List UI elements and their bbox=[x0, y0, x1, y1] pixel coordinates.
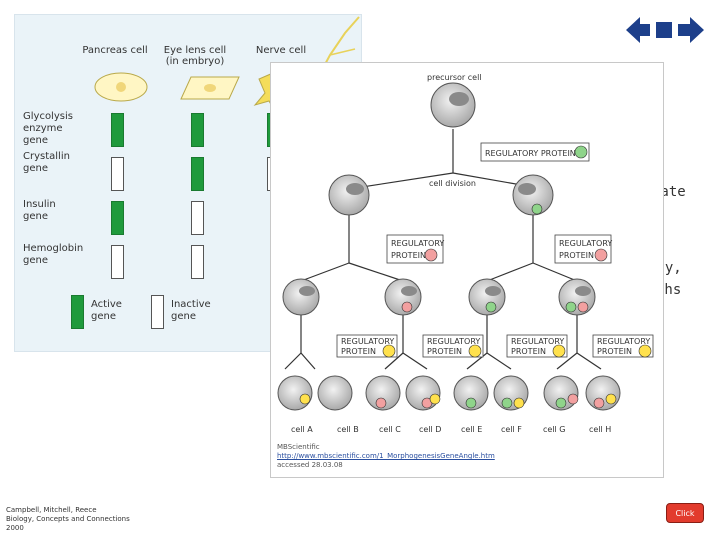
figure-credit: Campbell, Mitchell, Reece Biology, Conce… bbox=[6, 506, 130, 533]
credit-authors: Campbell, Mitchell, Reece bbox=[6, 506, 97, 514]
column-header: Pancreas cell bbox=[82, 45, 148, 56]
cell-label: cell B bbox=[337, 425, 359, 434]
cell-label: cell G bbox=[543, 425, 566, 434]
regulatory-protein-label: REGULATORY bbox=[391, 239, 445, 248]
eye-lens-cell-icon bbox=[180, 76, 240, 100]
regulatory-protein-label: REGULATORY bbox=[597, 337, 651, 346]
next-slide-icon[interactable] bbox=[678, 17, 704, 43]
cell-label: cell A bbox=[291, 425, 313, 434]
precursor-cell-label: precursor cell bbox=[427, 73, 482, 82]
gene-inactive-cell bbox=[191, 201, 204, 235]
gene-active-cell bbox=[111, 201, 124, 235]
gene-active-cell bbox=[191, 157, 204, 191]
regulatory-protein-label: PROTEIN bbox=[511, 347, 546, 356]
previous-slide-icon[interactable] bbox=[626, 17, 650, 43]
regulatory-protein-label: PROTEIN bbox=[597, 347, 632, 356]
citation-date: accessed 28.03.08 bbox=[277, 461, 343, 469]
regulatory-protein-label: PROTEIN bbox=[391, 251, 426, 260]
regulatory-protein-label: PROTEIN bbox=[559, 251, 594, 260]
citation-source: MBScientific bbox=[277, 443, 320, 451]
click-button[interactable]: Click bbox=[666, 503, 704, 523]
gene-inactive-cell bbox=[111, 245, 124, 279]
gene-inactive-cell bbox=[191, 245, 204, 279]
cell-label: cell D bbox=[419, 425, 442, 434]
cascade-diagram bbox=[277, 82, 654, 411]
cell-label: cell H bbox=[589, 425, 612, 434]
row-label: Insulin gene bbox=[23, 199, 56, 222]
regulatory-protein-label: REGULATORY PROTEIN bbox=[485, 149, 576, 158]
row-label: Crystallin gene bbox=[23, 151, 70, 174]
home-icon[interactable] bbox=[656, 22, 672, 38]
credit-year: 2000 bbox=[6, 524, 24, 532]
legend-active-label: Active gene bbox=[91, 299, 122, 322]
cell-label: cell E bbox=[461, 425, 483, 434]
pancreas-cell-icon bbox=[94, 72, 148, 102]
cell-division-label: cell division bbox=[429, 179, 476, 188]
regulatory-protein-label: REGULATORY bbox=[341, 337, 395, 346]
regulatory-cascade-figure: precursor cell REGULATORY PROTEIN cell d… bbox=[270, 62, 664, 478]
row-label: Hemoglobin gene bbox=[23, 243, 84, 266]
gene-active-cell bbox=[111, 113, 124, 147]
cell-label: cell C bbox=[379, 425, 401, 434]
legend-active-swatch bbox=[71, 295, 84, 329]
slide-navigation bbox=[626, 14, 704, 46]
credit-book: Biology, Concepts and Connections bbox=[6, 515, 130, 523]
regulatory-protein-label: REGULATORY bbox=[559, 239, 613, 248]
column-header: Eye lens cell (in embryo) bbox=[163, 45, 227, 67]
citation-link[interactable]: http://www.mbscientific.com/1_Morphogene… bbox=[277, 452, 495, 460]
regulatory-protein-label: PROTEIN bbox=[341, 347, 376, 356]
regulatory-protein-label: REGULATORY bbox=[511, 337, 565, 346]
citation: MBScientific http://www.mbscientific.com… bbox=[277, 443, 495, 470]
regulatory-protein-label: REGULATORY bbox=[427, 337, 481, 346]
row-label: Glycolysis enzyme gene bbox=[23, 111, 73, 146]
gene-active-cell bbox=[191, 113, 204, 147]
regulatory-protein-label: PROTEIN bbox=[427, 347, 462, 356]
column-header: Nerve cell bbox=[255, 45, 307, 56]
legend-inactive-label: Inactive gene bbox=[171, 299, 211, 322]
cell-label: cell F bbox=[501, 425, 522, 434]
gene-inactive-cell bbox=[111, 157, 124, 191]
legend-inactive-swatch bbox=[151, 295, 164, 329]
